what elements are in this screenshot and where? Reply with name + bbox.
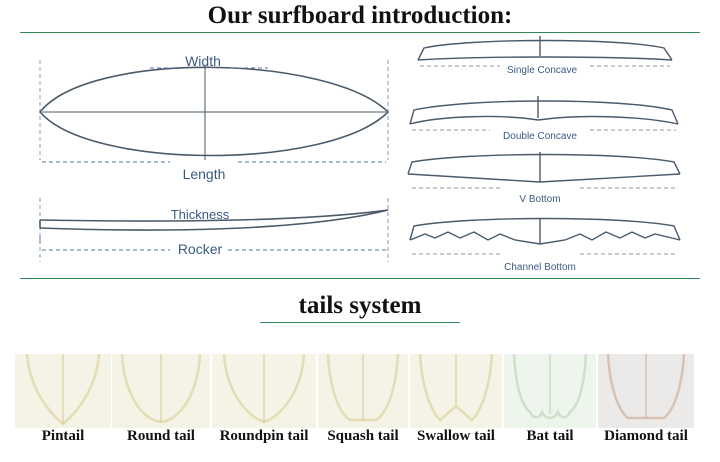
bottom-v	[407, 152, 681, 189]
width-label: Width	[185, 53, 221, 69]
tail-label-swallow: Swallow tail	[417, 428, 495, 444]
tails-title-underline	[260, 322, 460, 323]
board-side-view	[39, 198, 389, 262]
length-label: Length	[183, 166, 226, 182]
v-bottom-label: V Bottom	[519, 194, 560, 205]
tail-label-bat: Bat tail	[526, 428, 574, 444]
bottom-single-concave	[417, 36, 673, 67]
title-divider	[20, 32, 700, 33]
bottom-double-concave	[409, 96, 679, 131]
tail-label-squash: Squash tail	[327, 428, 399, 444]
page-title: Our surfboard introduction:	[207, 2, 513, 29]
tail-card-diamond	[598, 354, 694, 428]
tail-card-swallow	[410, 354, 502, 428]
tail-card-bat	[504, 354, 596, 428]
thickness-label: Thickness	[171, 207, 230, 222]
tail-label-diamond: Diamond tail	[604, 428, 688, 444]
rocker-label: Rocker	[178, 241, 223, 257]
single-concave-label: Single Concave	[507, 65, 577, 76]
tails-section-title: tails system	[298, 292, 422, 319]
tail-label-round: Round tail	[127, 428, 195, 444]
tail-card-pintail	[15, 354, 111, 428]
channel-bottom-label: Channel Bottom	[504, 262, 576, 273]
section-divider	[20, 278, 700, 279]
board-top-view	[38, 60, 390, 163]
tail-card-round	[112, 354, 210, 428]
tail-label-roundpin: Roundpin tail	[219, 428, 309, 444]
tail-card-roundpin	[212, 354, 316, 428]
tail-label-pintail: Pintail	[41, 428, 85, 444]
tail-card-squash	[318, 354, 408, 428]
double-concave-label: Double Concave	[503, 131, 577, 142]
surfboard-diagram: Width Length Thickness Rocker Single Con…	[38, 36, 681, 273]
bottom-channel	[409, 217, 681, 255]
